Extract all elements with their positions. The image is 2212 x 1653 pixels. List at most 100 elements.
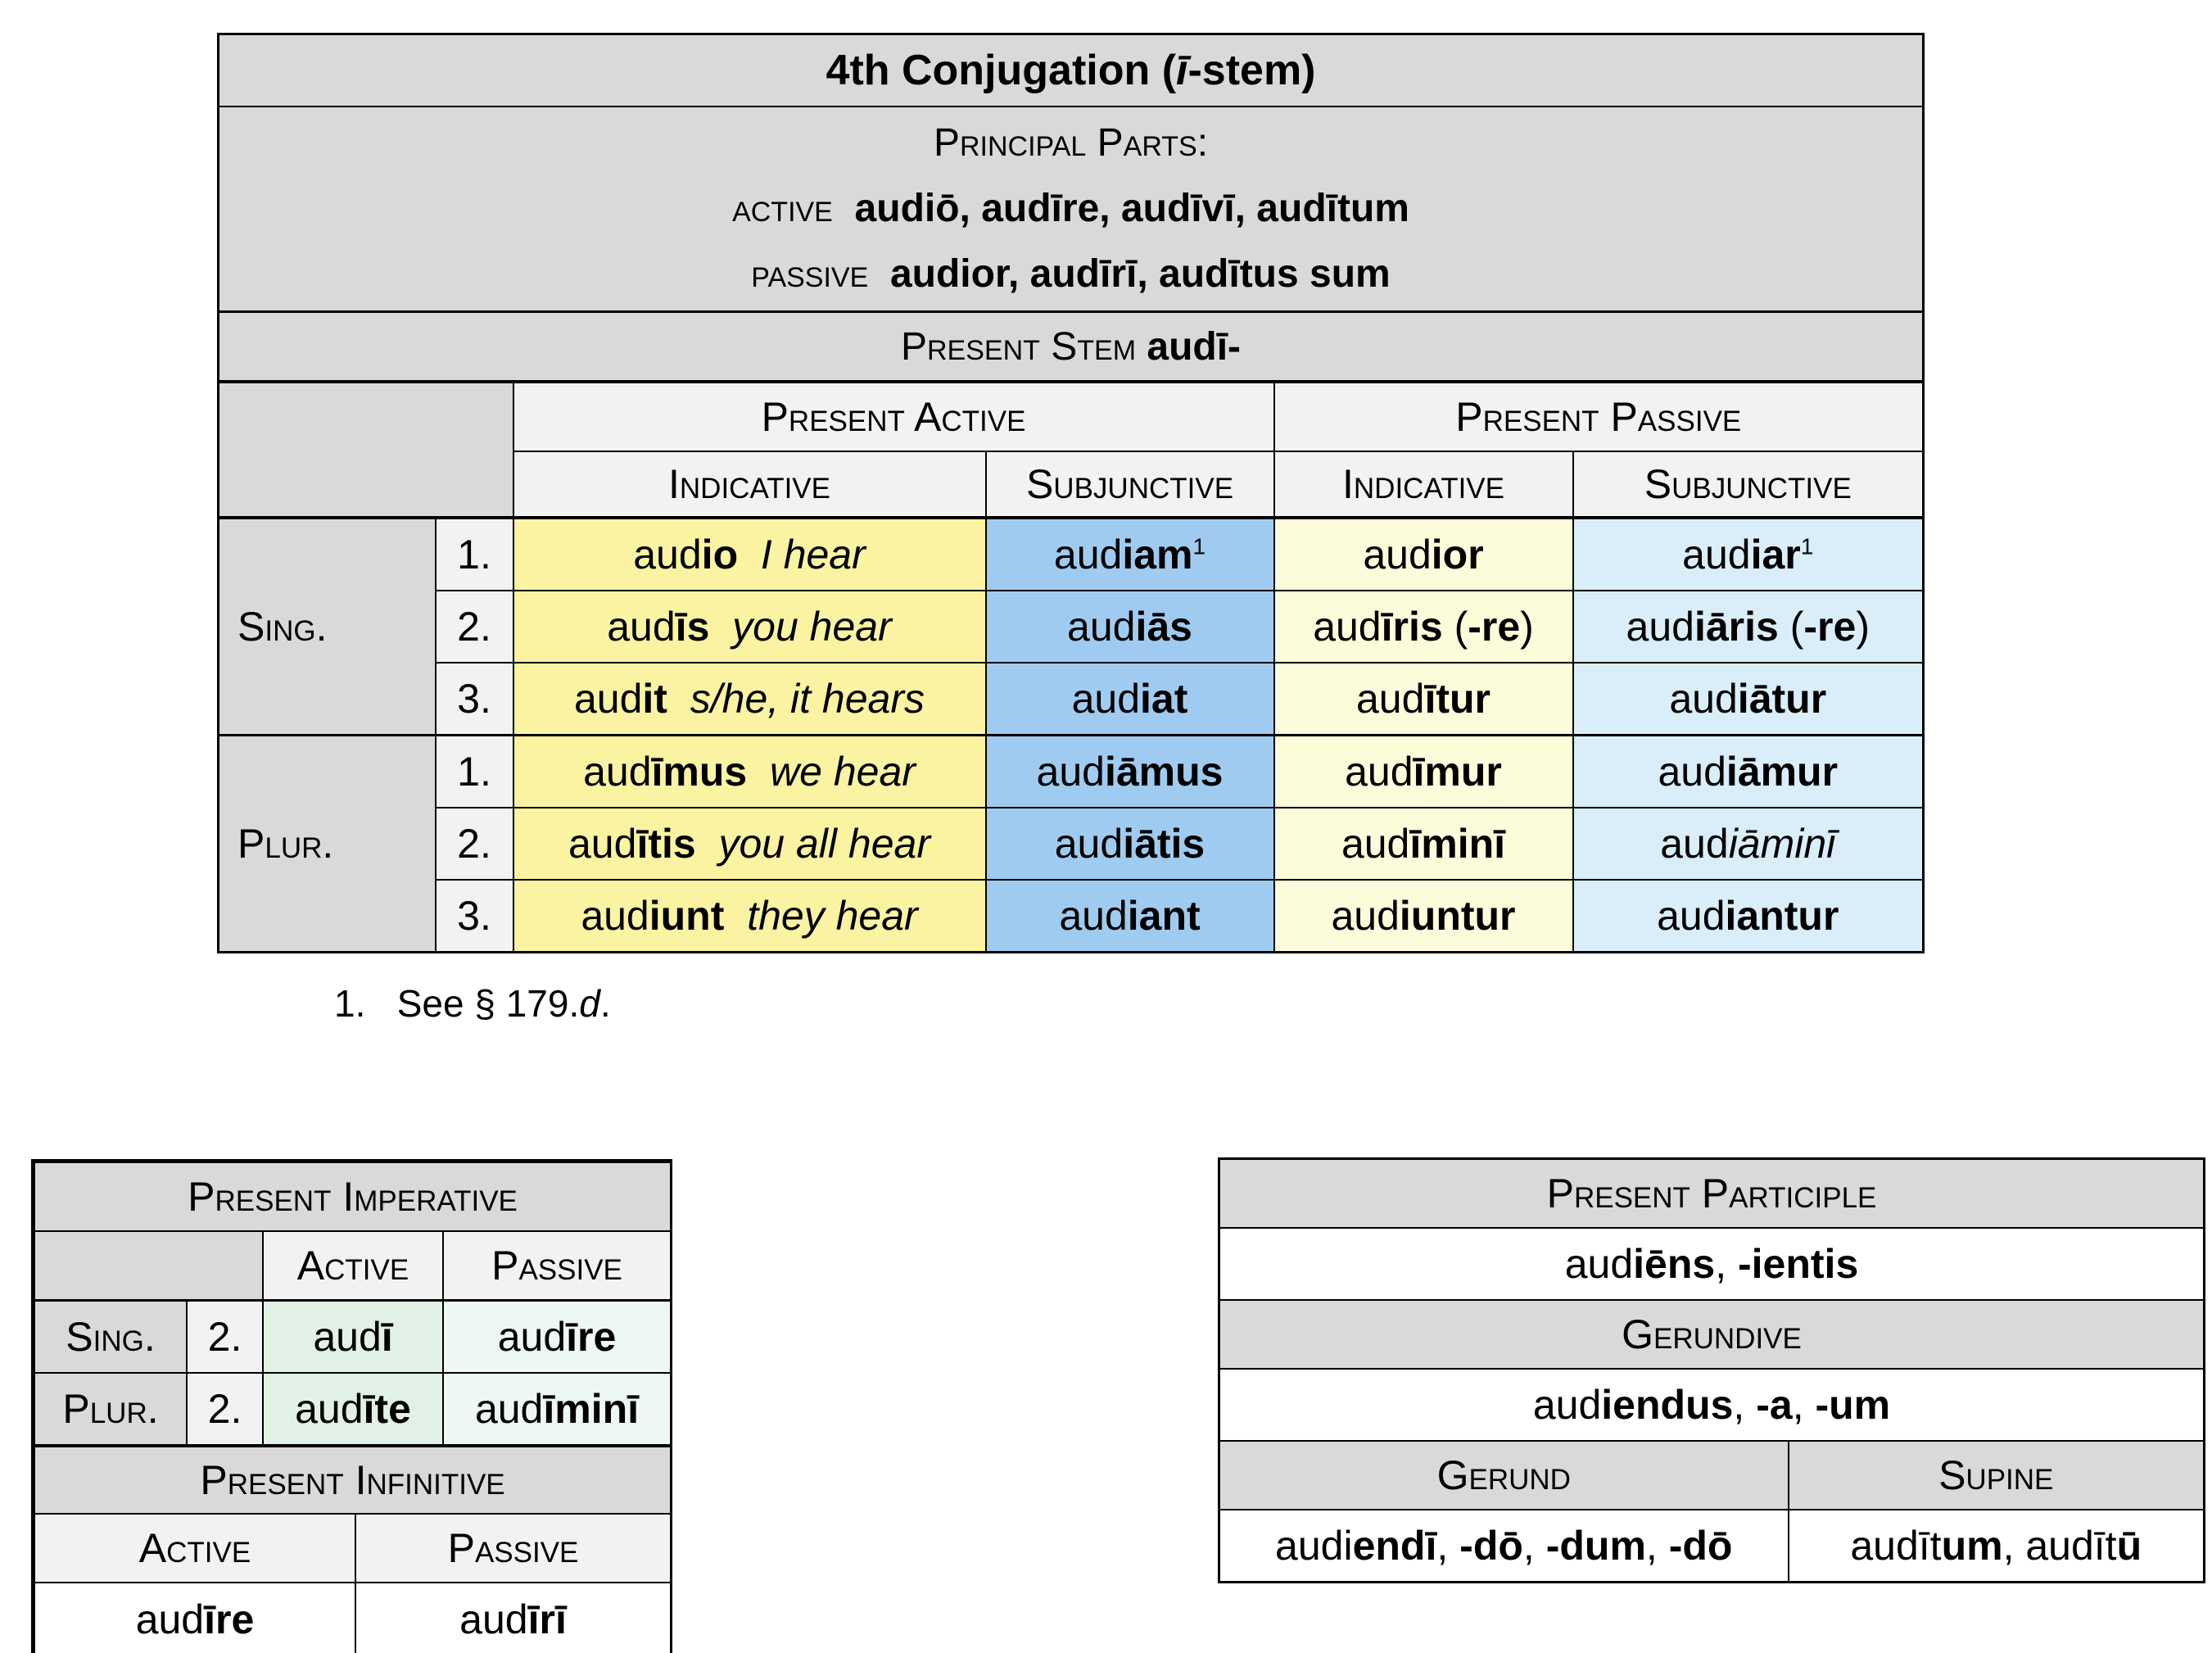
cell-sing2-passive-indicative: audīris (-re)	[1273, 590, 1574, 663]
main-conjugation-table: 4th Conjugation (ī-stem) Principal Parts…	[217, 33, 1925, 953]
principal-parts-heading: Principal Parts:	[933, 121, 1209, 165]
participle-title-row: Present Participle	[1218, 1157, 2205, 1229]
imperative-label-plural: Plur.	[34, 1372, 188, 1446]
group-label-singular: Sing.	[217, 517, 437, 736]
cell-plur1-passive-indicative: audīmur	[1273, 734, 1574, 808]
voice-header-row: Present Active Present Passive	[217, 381, 1925, 519]
infinitive-header-passive: Passive	[355, 1513, 672, 1583]
gerundive-value-row: audiendus, -a, -um	[1218, 1368, 2205, 1442]
cell-sing1-passive-indicative: audior	[1273, 517, 1574, 591]
cell-plur3-passive-indicative: audiuntur	[1273, 879, 1574, 953]
cell-imperative-plur-active: audīte	[262, 1372, 444, 1446]
present-infinitive-table: Present Infinitive Active Passive audīre…	[34, 1446, 672, 1653]
corner-cell	[217, 381, 514, 519]
imperative-person-number: 2.	[186, 1299, 264, 1374]
header-present-active: Present Active	[512, 381, 1275, 452]
person-number: 1.	[434, 517, 514, 591]
cell-sing2-active-subjunctive: audiās	[984, 590, 1275, 663]
gerund-supine-header-row: Gerund Supine	[1218, 1440, 2205, 1510]
cell-plur3-active-subjunctive: audiant	[984, 879, 1275, 953]
cell-imperative-sing-passive: audīre	[441, 1299, 672, 1374]
row-singular-2: 2. audīs you hear audiās audīris (-re) a…	[219, 590, 1925, 663]
imperative-row-singular: Sing. 2. audī audīre	[34, 1299, 672, 1374]
imperative-header-active: Active	[262, 1230, 444, 1302]
table-title: 4th Conjugation (ī-stem)	[217, 33, 1925, 107]
nominal-forms-table: Present Participle audiēns, -ientis Geru…	[1218, 1157, 2205, 1583]
row-plural-2: 2. audītis you all hear audiātis audīmin…	[219, 807, 1925, 881]
header-present-passive: Present Passive	[1273, 381, 1925, 452]
cell-plur1-active-indicative: audīmus we hear	[512, 734, 987, 808]
cell-present-participle: audiēns, -ientis	[1218, 1227, 2205, 1301]
cell-sing3-passive-subjunctive: audiātur	[1572, 662, 1925, 736]
group-label-plural: Plur.	[217, 734, 437, 953]
principal-parts-cell: Principal Parts: active audiō, audīre, a…	[217, 106, 1925, 313]
footnote: 1. See § 179.d.	[334, 982, 611, 1025]
cell-sing1-active-indicative: audio I hear	[512, 517, 987, 591]
participle-title: Present Participle	[1218, 1157, 2205, 1229]
infinitive-header-active: Active	[34, 1513, 356, 1583]
imperative-title-row: Present Imperative	[33, 1162, 672, 1232]
principal-parts-active: active audiō, audīre, audīvī, audītum	[732, 187, 1409, 230]
cell-supine: audītum, audītū	[1787, 1509, 2205, 1583]
cell-plur1-passive-subjunctive: audiāmur	[1572, 734, 1925, 808]
cell-sing2-active-indicative: audīs you hear	[512, 590, 987, 663]
infinitive-title-row: Present Infinitive	[34, 1446, 672, 1515]
infinitive-title: Present Infinitive	[34, 1446, 672, 1515]
cell-imperative-plur-passive: audīminī	[441, 1372, 672, 1446]
row-plural-3: 3. audiunt they hear audiant audiuntur a…	[219, 879, 1925, 953]
principal-parts-row: Principal Parts: active audiō, audīre, a…	[217, 106, 1925, 313]
cell-sing3-passive-indicative: audītur	[1273, 662, 1574, 736]
imperative-infinitive-block: Present Imperative Active Passive Sing. …	[31, 1159, 672, 1653]
imperative-title: Present Imperative	[33, 1162, 672, 1232]
cell-sing1-passive-subjunctive: audiar1	[1572, 517, 1925, 591]
cell-plur3-active-indicative: audiunt they hear	[512, 879, 987, 953]
present-stem-row: Present Stem audī-	[217, 310, 1925, 383]
imperative-label-singular: Sing.	[34, 1299, 188, 1374]
cell-plur2-passive-indicative: audīminī	[1273, 807, 1574, 881]
supine-title: Supine	[1787, 1440, 2205, 1510]
cell-gerund: audiendī, -dō, -dum, -dō	[1218, 1509, 1789, 1583]
cell-infinitive-active: audīre	[34, 1582, 356, 1653]
person-number: 2.	[434, 590, 514, 663]
gerundive-title: Gerundive	[1218, 1299, 2205, 1370]
header-indicative-active: Indicative	[512, 451, 987, 519]
title-row: 4th Conjugation (ī-stem)	[217, 33, 1925, 107]
row-singular-3: 3. audit s/he, it hears audiat audītur a…	[219, 662, 1925, 736]
person-number: 3.	[434, 662, 514, 736]
header-subjunctive-passive: Subjunctive	[1572, 451, 1925, 519]
cell-sing1-active-subjunctive: audiam1	[984, 517, 1275, 591]
infinitive-voice-header-row: Active Passive	[34, 1513, 672, 1583]
present-stem-cell: Present Stem audī-	[217, 310, 1925, 383]
cell-plur1-active-subjunctive: audiāmus	[984, 734, 1275, 808]
header-subjunctive-active: Subjunctive	[984, 451, 1275, 519]
cell-sing3-active-indicative: audit s/he, it hears	[512, 662, 987, 736]
present-imperative-table: Present Imperative Active Passive Sing. …	[33, 1162, 672, 1446]
cell-sing2-passive-subjunctive: audiāris (-re)	[1572, 590, 1925, 663]
row-plural-1: Plur. 1. audīmus we hear audiāmus audīmu…	[217, 734, 1925, 953]
row-singular-1: Sing. 1. audio I hear audiam1 audior aud…	[217, 517, 1925, 736]
cell-plur2-active-subjunctive: audiātis	[984, 807, 1275, 881]
cell-imperative-sing-active: audī	[262, 1299, 444, 1374]
cell-plur3-passive-subjunctive: audiantur	[1572, 879, 1925, 953]
imperative-row-plural: Plur. 2. audīte audīminī	[34, 1372, 672, 1446]
header-indicative-passive: Indicative	[1273, 451, 1574, 519]
imperative-voice-header-row: Active Passive	[34, 1230, 672, 1302]
gerund-title: Gerund	[1218, 1440, 1789, 1510]
principal-parts-passive: passive audior, audīrī, audītus sum	[751, 252, 1391, 296]
imperative-corner-cell	[34, 1230, 264, 1302]
person-number: 2.	[434, 807, 514, 881]
mood-header-row: Indicative Subjunctive Indicative Subjun…	[219, 451, 1925, 519]
cell-plur2-passive-subjunctive: audiāminī	[1572, 807, 1925, 881]
gerund-supine-values-row: audiendī, -dō, -dum, -dō audītum, audītū	[1218, 1509, 2205, 1583]
participle-value-row: audiēns, -ientis	[1218, 1227, 2205, 1301]
imperative-person-number: 2.	[186, 1372, 264, 1446]
infinitive-values-row: audīre audīrī	[34, 1582, 672, 1653]
gerundive-title-row: Gerundive	[1218, 1299, 2205, 1370]
person-number: 1.	[434, 734, 514, 808]
cell-plur2-active-indicative: audītis you all hear	[512, 807, 987, 881]
cell-gerundive: audiendus, -a, -um	[1218, 1368, 2205, 1442]
cell-sing3-active-subjunctive: audiat	[984, 662, 1275, 736]
cell-infinitive-passive: audīrī	[355, 1582, 672, 1653]
imperative-header-passive: Passive	[441, 1230, 672, 1302]
